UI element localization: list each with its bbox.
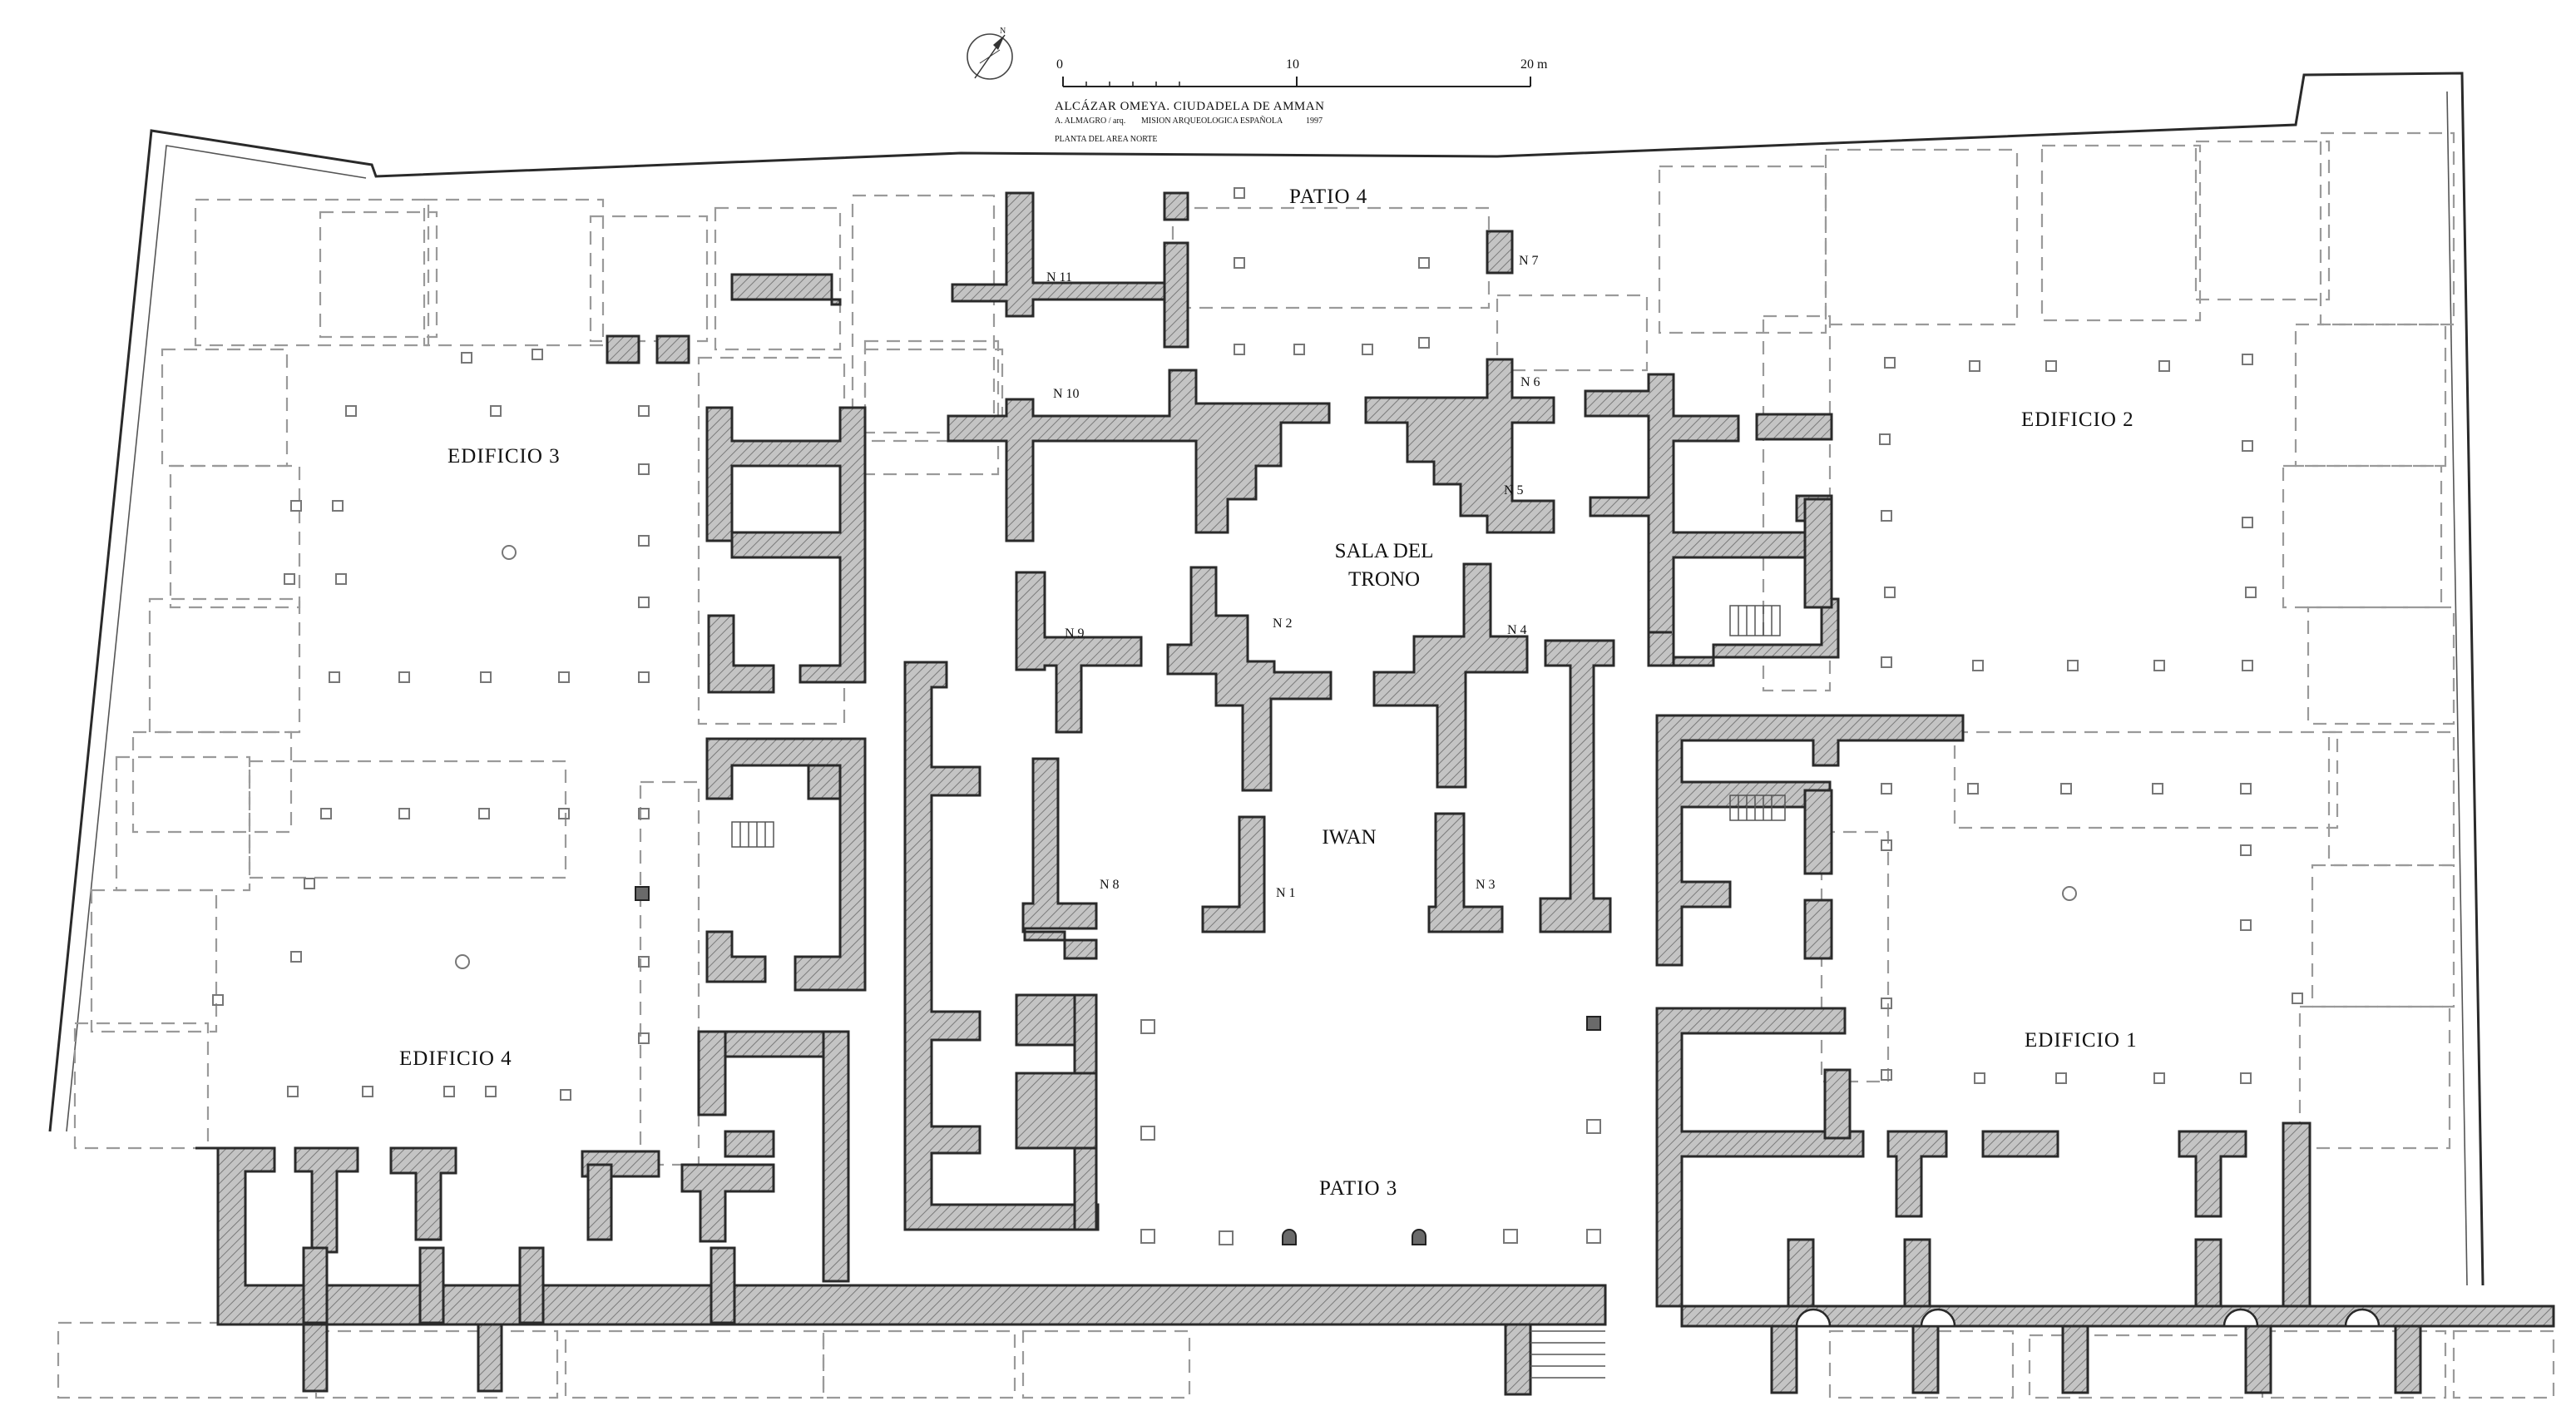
scale-bar: 0 10 20 m — [1056, 57, 1548, 87]
plan-title: ALCÁZAR OMEYA. CIUDADELA DE AMMAN — [1055, 99, 1324, 113]
column-bases — [212, 187, 2303, 1245]
marker-n5: N 5 — [1504, 483, 1524, 498]
marker-n11: N 11 — [1046, 270, 1072, 285]
scale-label-twenty: 20 m — [1520, 57, 1548, 72]
plan-credit-author: A. ALMAGRO / arq. — [1055, 116, 1125, 126]
label-sala-del: SALA DEL — [1335, 540, 1434, 562]
marker-n3: N 3 — [1476, 878, 1496, 892]
stairs — [731, 605, 1786, 1379]
label-edificio-4: EDIFICIO 4 — [399, 1047, 512, 1070]
plan-subtitle: PLANTA DEL AREA NORTE — [1055, 135, 1158, 144]
marker-n7: N 7 — [1519, 254, 1539, 268]
marker-n1: N 1 — [1276, 886, 1296, 900]
label-trono: TRONO — [1348, 568, 1420, 591]
marker-n2: N 2 — [1273, 616, 1293, 631]
enclosure-outline — [48, 72, 2485, 1286]
room-labels: PATIO 4 EDIFICIO 3 EDIFICIO 2 EDIFICIO 4… — [399, 186, 2138, 1200]
surviving-walls — [195, 191, 2555, 1396]
plan-credit-year: 1997 — [1306, 116, 1323, 126]
marker-n10: N 10 — [1053, 387, 1080, 401]
label-iwan: IWAN — [1322, 826, 1376, 849]
scale-label-zero: 0 — [1056, 57, 1063, 72]
label-edificio-3: EDIFICIO 3 — [447, 445, 561, 468]
marker-n8: N 8 — [1100, 878, 1120, 892]
label-patio-4: PATIO 4 — [1289, 186, 1367, 208]
room-markers: N 1 N 2 N 3 N 4 N 5 N 6 N 7 N 8 N 9 N 10… — [1046, 254, 1540, 900]
label-edificio-2: EDIFICIO 2 — [2021, 408, 2134, 431]
label-patio-3: PATIO 3 — [1319, 1177, 1397, 1200]
north-arrow-icon: N — [967, 27, 1013, 80]
marker-n6: N 6 — [1520, 375, 1540, 389]
north-label: N — [1000, 27, 1006, 36]
scale-label-ten: 10 — [1286, 57, 1299, 72]
marker-n4: N 4 — [1507, 623, 1527, 637]
label-edificio-1: EDIFICIO 1 — [2025, 1029, 2138, 1052]
arches — [1795, 1308, 2381, 1328]
column-bases-dark — [635, 886, 1601, 1245]
marker-n9: N 9 — [1065, 626, 1085, 641]
title-block: ALCÁZAR OMEYA. CIUDADELA DE AMMAN A. ALM… — [1055, 99, 1324, 144]
plan-credit-mission: MISION ARQUEOLOGICA ESPAÑOLA — [1141, 116, 1283, 126]
